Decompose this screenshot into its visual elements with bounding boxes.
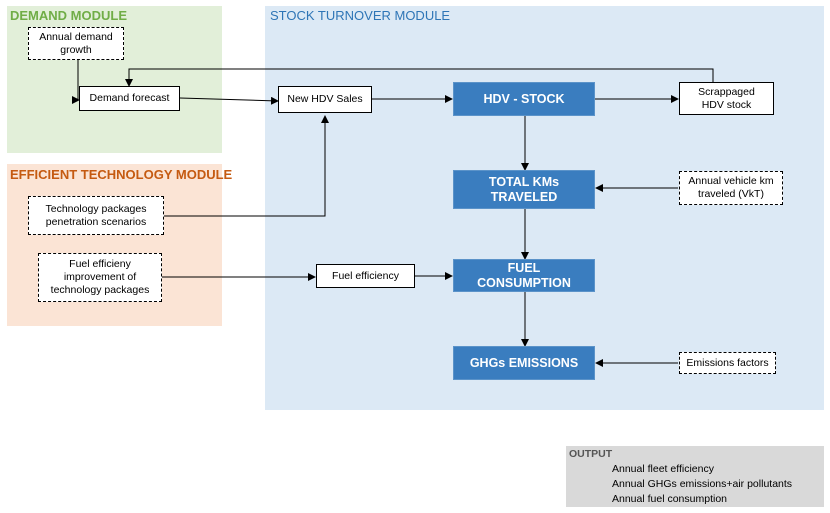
output-item: Annual fuel consumption — [612, 493, 727, 505]
efficient-technology-module-title: EFFICIENT TECHNOLOGY MODULE — [10, 167, 233, 182]
output-item: Annual fleet efficiency — [612, 463, 714, 475]
annual-vkt-box: Annual vehicle km traveled (VkT) — [679, 171, 783, 205]
annual-demand-growth-box: Annual demand growth — [28, 27, 124, 60]
total-kms-traveled-box: TOTAL KMs TRAVELED — [453, 170, 595, 209]
demand-forecast-box: Demand forecast — [79, 86, 180, 111]
emissions-factors-box: Emissions factors — [679, 352, 776, 374]
stock-turnover-module-title: STOCK TURNOVER MODULE — [270, 8, 451, 23]
scrapped-hdv-stock-box: Scrappaged HDV stock — [679, 82, 774, 115]
ghg-emissions-box: GHGs EMISSIONS — [453, 346, 595, 380]
fuel-efficiency-box: Fuel efficiency — [316, 264, 415, 288]
demand-module-title: DEMAND MODULE — [10, 8, 127, 23]
fuel-consumption-box: FUEL CONSUMPTION — [453, 259, 595, 292]
new-hdv-sales-box: New HDV Sales — [278, 86, 372, 113]
output-item: Annual GHGs emissions+air pollutants — [612, 478, 793, 490]
output-panel: OUTPUT Annual fleet efficiency Annual GH… — [566, 446, 824, 507]
tech-packages-scenarios-box: Technology packages penetration scenario… — [28, 196, 164, 235]
hdv-stock-box: HDV - STOCK — [453, 82, 595, 116]
output-title: OUTPUT — [569, 448, 613, 460]
fuel-efficiency-improvement-box: Fuel efficieny improvement of technology… — [38, 253, 162, 302]
